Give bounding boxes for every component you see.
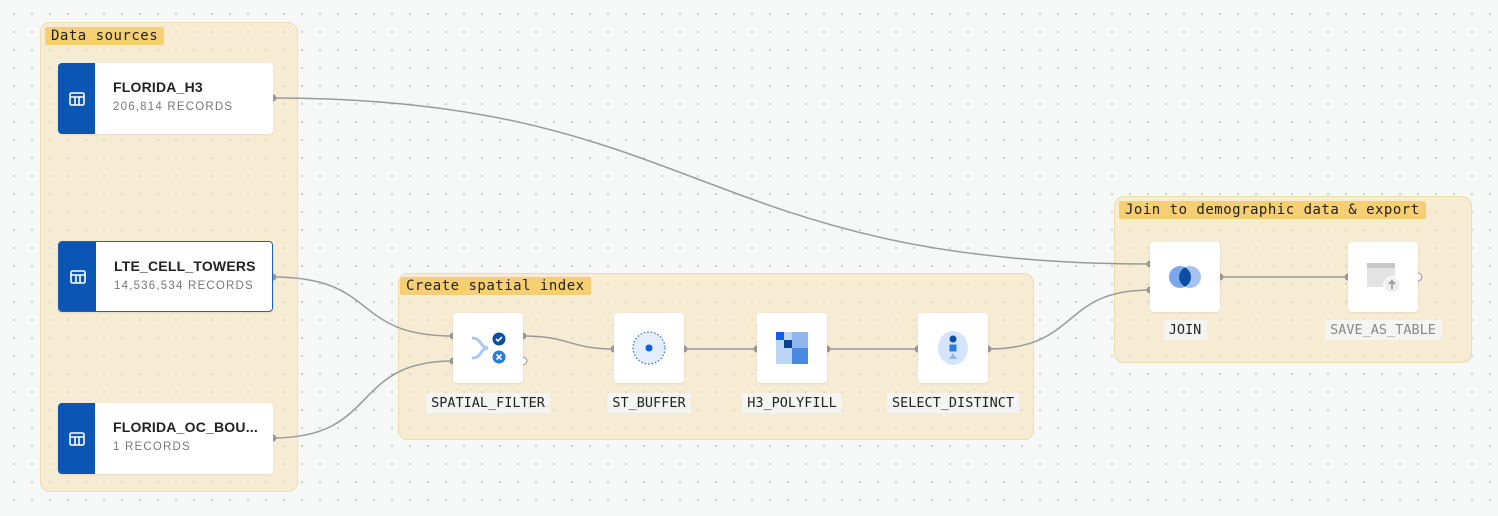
source-node-lte-cell-towers[interactable]: LTE_CELL_TOWERS 14,536,534 RECORDS [58, 241, 273, 312]
table-icon [58, 403, 95, 474]
source-records: 206,814 RECORDS [113, 101, 234, 113]
source-name: LTE_CELL_TOWERS [114, 258, 256, 274]
node-label: ST_BUFFER [607, 393, 691, 413]
spatial-filter-icon [471, 332, 506, 364]
node-st-buffer[interactable] [614, 313, 684, 383]
polyfill-grid-icon [776, 332, 808, 364]
node-spatial-filter[interactable] [453, 313, 523, 383]
group-label-join-export[interactable]: Join to demographic data & export [1119, 201, 1426, 219]
join-venn-icon [1169, 266, 1201, 288]
node-label: SELECT_DISTINCT [887, 393, 1019, 413]
source-node-florida-oc-boundary[interactable]: FLORIDA_OC_BOU... 1 RECORDS [58, 403, 273, 474]
table-icon [58, 63, 95, 134]
node-save-as-table[interactable] [1348, 242, 1418, 312]
group-label-data-sources[interactable]: Data sources [45, 27, 165, 45]
node-label: H3_POLYFILL [742, 393, 842, 413]
source-node-florida-h3[interactable]: FLORIDA_H3 206,814 RECORDS [58, 63, 273, 134]
source-name: FLORIDA_H3 [113, 79, 203, 95]
node-label: SAVE_AS_TABLE [1325, 320, 1441, 340]
save-table-icon [1367, 263, 1401, 294]
node-label: SPATIAL_FILTER [426, 393, 550, 413]
group-label-spatial-index[interactable]: Create spatial index [400, 277, 591, 295]
buffer-icon [632, 331, 666, 365]
node-label: JOIN [1163, 320, 1207, 340]
source-records: 1 RECORDS [113, 441, 191, 453]
node-h3-polyfill[interactable] [757, 313, 827, 383]
node-join[interactable] [1150, 242, 1220, 312]
source-records: 14,536,534 RECORDS [114, 280, 254, 292]
distinct-shapes-icon [938, 331, 968, 365]
source-name: FLORIDA_OC_BOU... [113, 419, 258, 435]
table-icon [59, 242, 96, 311]
node-select-distinct[interactable] [918, 313, 988, 383]
